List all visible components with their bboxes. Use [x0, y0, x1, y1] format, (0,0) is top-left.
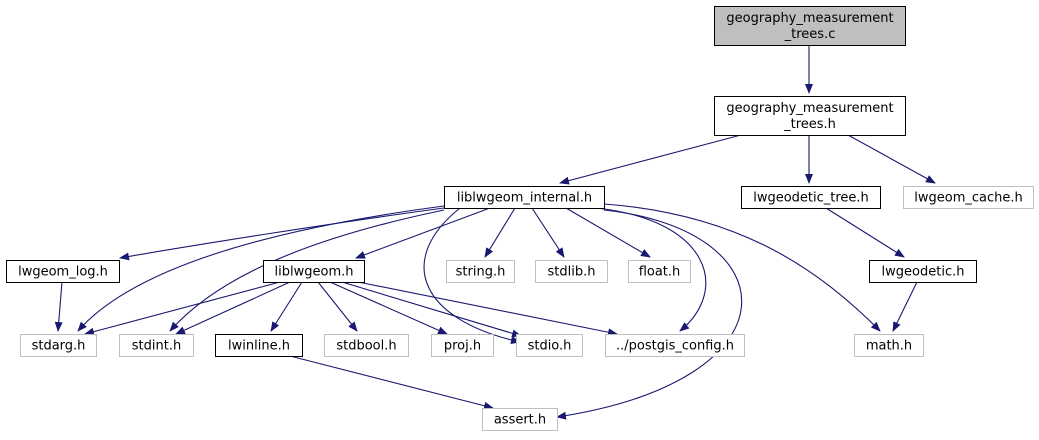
- edge-liblwgeom-to-stdint_h: [175, 281, 291, 335]
- node-box: [431, 334, 494, 357]
- node-label: stdarg.h: [32, 339, 86, 354]
- node-box: [215, 334, 303, 357]
- node-box: [324, 334, 409, 357]
- edge-liblwgeom_internal-to-math_h: [603, 203, 881, 332]
- edge-gmt_h-to-lwgeom_cache: [847, 134, 936, 184]
- node-box: [20, 334, 97, 357]
- node-stdarg-h: stdarg.h: [20, 334, 97, 357]
- node-box: [263, 260, 365, 283]
- node-label: math.h: [866, 339, 912, 354]
- node-liblwgeom[interactable]: liblwgeom.h: [263, 260, 365, 283]
- edge-liblwgeom_internal-to-stdlib_h: [531, 207, 565, 258]
- node-label: lwgeodetic.h: [882, 265, 965, 280]
- node-box: [6, 260, 120, 283]
- node-label: string.h: [456, 265, 506, 280]
- node-proj-h: proj.h: [431, 334, 494, 357]
- node-lwgeodetic[interactable]: lwgeodetic.h: [869, 260, 977, 283]
- node-label: _trees.c: [784, 27, 836, 42]
- node-label: stdint.h: [132, 339, 181, 354]
- node-liblwgeom-internal[interactable]: liblwgeom_internal.h: [444, 186, 605, 209]
- node-box: [119, 334, 194, 357]
- edge-liblwgeom-to-stdio_h: [341, 281, 522, 338]
- edge-liblwgeom-to-proj_h: [329, 281, 448, 335]
- node-label: geography_measurement: [726, 101, 893, 116]
- node-assert-h: assert.h: [482, 408, 558, 431]
- node-label: stdlib.h: [548, 265, 596, 280]
- node-box: [869, 260, 977, 283]
- node-label: _trees.h: [783, 117, 836, 132]
- node-box: [714, 6, 906, 46]
- edge-gmt_h-to-liblwgeom_internal: [559, 134, 742, 185]
- node-label: lwgeodetic_tree.h: [753, 191, 869, 206]
- node-lwgeom-cache: lwgeom_cache.h: [903, 186, 1034, 209]
- node-box: [535, 260, 608, 283]
- node-lwgeodetic-tree[interactable]: lwgeodetic_tree.h: [741, 186, 881, 209]
- edge-liblwgeom_internal-to-stdarg_h: [77, 205, 445, 332]
- node-box: [741, 186, 881, 209]
- node-string-h: string.h: [446, 260, 515, 283]
- edge-lwgeodetic-to-math_h: [892, 281, 918, 332]
- edge-liblwgeom-to-postgis_config: [357, 281, 618, 337]
- edge-liblwgeom_internal-to-liblwgeom: [355, 207, 491, 259]
- node-label: stdio.h: [528, 339, 572, 354]
- edge-liblwgeom_internal-to-assert_h: [556, 209, 743, 420]
- node-box: [605, 334, 745, 357]
- node-stdint-h: stdint.h: [119, 334, 194, 357]
- node-math-h: math.h: [854, 334, 924, 357]
- node-label: liblwgeom.h: [275, 265, 354, 280]
- node-label: lwinline.h: [228, 339, 290, 354]
- edge-lwgeodetic_tree-to-lwgeodetic: [825, 207, 905, 258]
- edge-liblwgeom_internal-to-stdio_h: [423, 207, 521, 344]
- node-gmt-h[interactable]: geography_measurement_trees.h: [714, 96, 906, 136]
- node-box: [446, 260, 515, 283]
- node-box: [628, 260, 691, 283]
- node-lwinline[interactable]: lwinline.h: [215, 334, 303, 357]
- node-label: stdbool.h: [336, 339, 396, 354]
- node-label: lwgeom_cache.h: [914, 191, 1022, 206]
- node-float-h: float.h: [628, 260, 691, 283]
- node-postgis-config: ../postgis_config.h: [605, 334, 745, 357]
- node-box: [854, 334, 924, 357]
- node-label: float.h: [639, 265, 681, 280]
- edge-lwinline-to-assert_h: [289, 355, 494, 410]
- node-label: geography_measurement: [726, 11, 893, 26]
- node-stdbool-h: stdbool.h: [324, 334, 409, 357]
- node-root[interactable]: geography_measurement_trees.c: [714, 6, 906, 46]
- node-box: [444, 186, 605, 209]
- node-label: ../postgis_config.h: [616, 339, 734, 354]
- node-stdlib-h: stdlib.h: [535, 260, 608, 283]
- node-label: assert.h: [494, 413, 546, 428]
- node-box: [482, 408, 558, 431]
- node-label: liblwgeom_internal.h: [457, 191, 592, 206]
- node-box: [714, 96, 906, 136]
- node-box: [903, 186, 1034, 209]
- edge-liblwgeom-to-lwinline: [270, 281, 303, 332]
- edge-liblwgeom_internal-to-float_h: [565, 207, 651, 258]
- edge-liblwgeom-to-stdbool_h: [317, 281, 358, 332]
- node-lwgeom-log[interactable]: lwgeom_log.h: [6, 260, 120, 283]
- edge-liblwgeom_internal-to-lwgeom_log: [119, 207, 445, 261]
- node-stdio-h: stdio.h: [516, 334, 583, 357]
- edge-lwgeom_log-to-stdarg_h: [54, 281, 63, 332]
- edge-liblwgeom_internal-to-string_h: [484, 207, 516, 258]
- node-label: proj.h: [444, 339, 481, 354]
- node-label: lwgeom_log.h: [18, 265, 108, 280]
- edge-liblwgeom-to-stdarg_h: [84, 281, 281, 336]
- node-box: [516, 334, 583, 357]
